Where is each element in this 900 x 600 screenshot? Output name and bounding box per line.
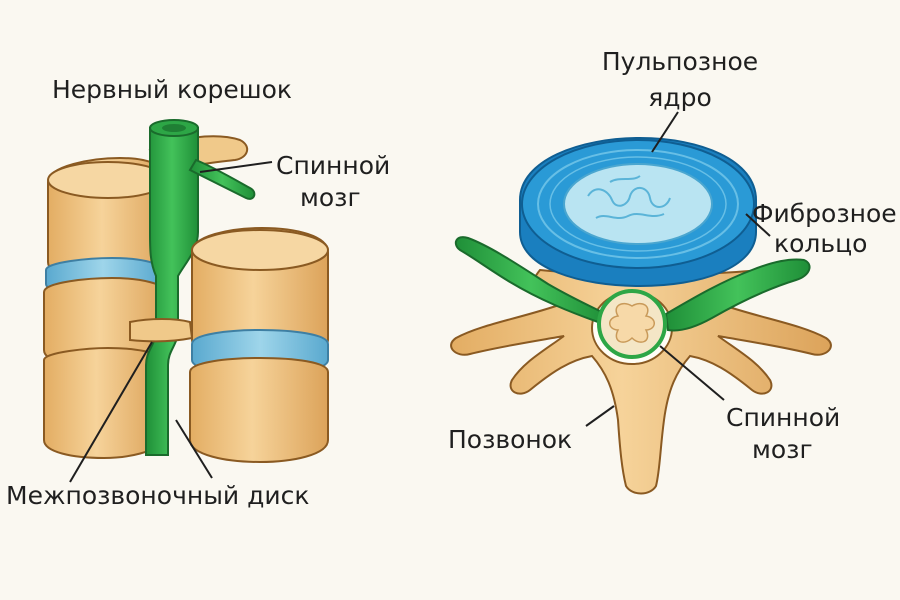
leader-annulus — [745, 213, 771, 237]
spinal-cord-column — [145, 119, 199, 456]
label-spinal-cord-left-line1: Спинной — [276, 151, 391, 180]
label-intervertebral-disc: Межпозвоночный диск — [6, 481, 310, 510]
spinous-process-middle — [129, 318, 194, 343]
nerve-root-left-wing — [454, 236, 608, 324]
label-vertebra: Позвонок — [448, 425, 573, 454]
label-spinal-cord-left-line2: мозг — [300, 183, 361, 212]
label-annulus-line2: кольцо — [774, 229, 868, 258]
label-spinal-cord-right-line2: мозг — [752, 435, 813, 464]
nerve-root-branch — [188, 158, 256, 200]
disc-top-view — [519, 136, 757, 288]
front-vertebra-stack — [189, 226, 329, 464]
leader-disc-left — [69, 341, 153, 483]
vertebra-cross-section — [450, 111, 832, 495]
spine-column — [43, 119, 329, 483]
leader-spinal-cord — [659, 345, 725, 401]
label-nerve-root: Нервный корешок — [52, 75, 292, 104]
label-nucleus-line2: ядро — [648, 83, 712, 112]
nucleus-pulposus — [563, 163, 713, 245]
label-annulus-line1: Фиброзное — [752, 199, 897, 228]
leader-disc-right — [175, 419, 213, 479]
label-nucleus-line1: Пульпозное — [601, 47, 759, 76]
grey-matter-butterfly — [609, 302, 655, 343]
label-spinal-cord-right-line1: Спинной — [726, 403, 841, 432]
nerve-root-right-wing — [664, 258, 811, 332]
vertebral-arch — [450, 268, 832, 495]
leader-nerve-root — [199, 161, 273, 173]
rear-vertebra-stack — [43, 156, 169, 460]
leader-vertebra — [585, 405, 615, 427]
leader-nucleus — [651, 111, 679, 153]
